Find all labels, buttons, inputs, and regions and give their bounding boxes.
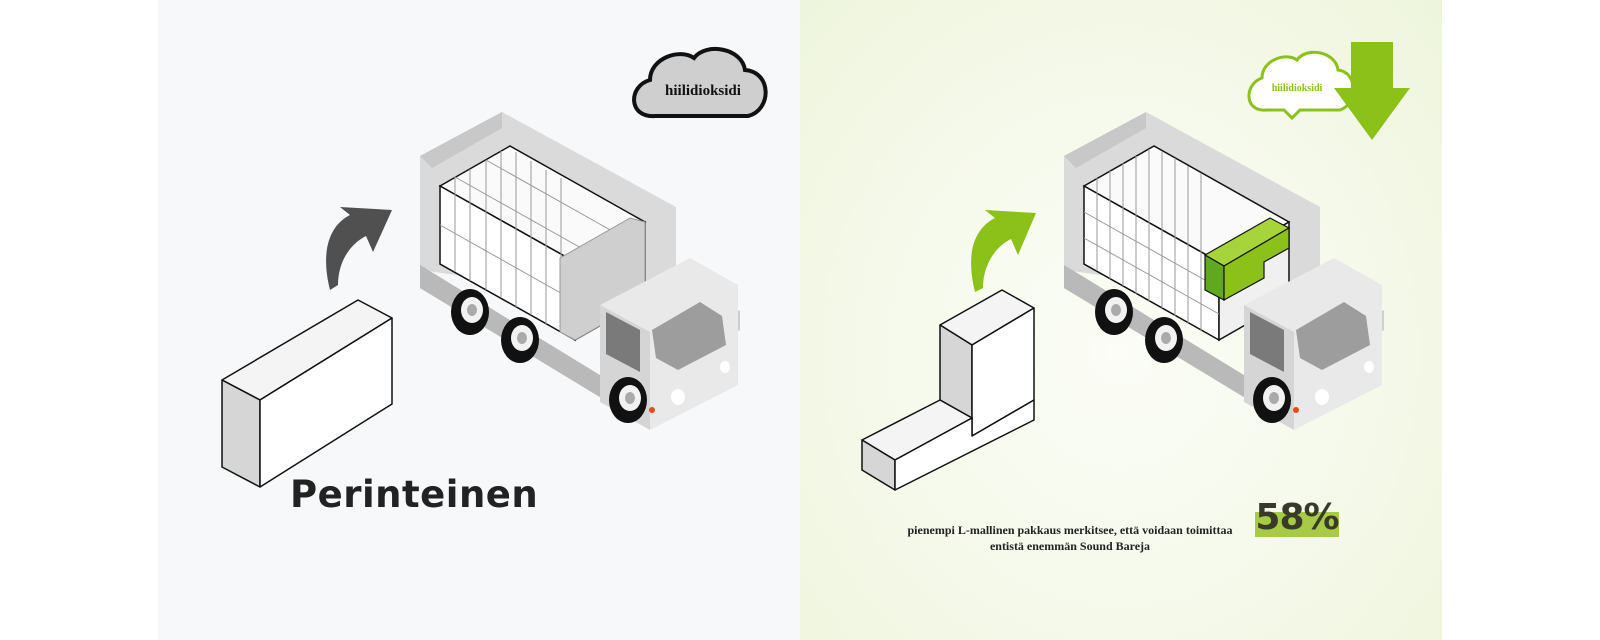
- green-curved-arrow-icon: [971, 210, 1036, 292]
- right-truck: [1064, 112, 1384, 430]
- left-cloud-label: hiilidioksidi: [665, 83, 741, 99]
- dark-curved-arrow-icon: [326, 207, 392, 290]
- reduced-co2-cloud-icon: hiilidioksidi: [1247, 50, 1355, 121]
- percent-highlight: [1255, 512, 1339, 537]
- traditional-heading: Perinteinen: [290, 473, 539, 516]
- traditional-box: [221, 299, 393, 488]
- description-line-2: entistä enemmän Sound Bareja: [989, 539, 1151, 553]
- right-cloud-label: hiilidioksidi: [1272, 83, 1323, 94]
- green-down-arrow-icon: [1334, 42, 1410, 140]
- percent-value: 58%: [1255, 497, 1339, 538]
- left-truck: [420, 112, 740, 430]
- description-line-1: pienempi L-mallinen pakkaus merkitsee, e…: [907, 523, 1233, 537]
- l-shaped-box: [861, 289, 1035, 491]
- co2-cloud-icon: hiilidioksidi: [632, 47, 768, 119]
- l-shape-description: pienempi L-mallinen pakkaus merkitsee, e…: [890, 522, 1250, 554]
